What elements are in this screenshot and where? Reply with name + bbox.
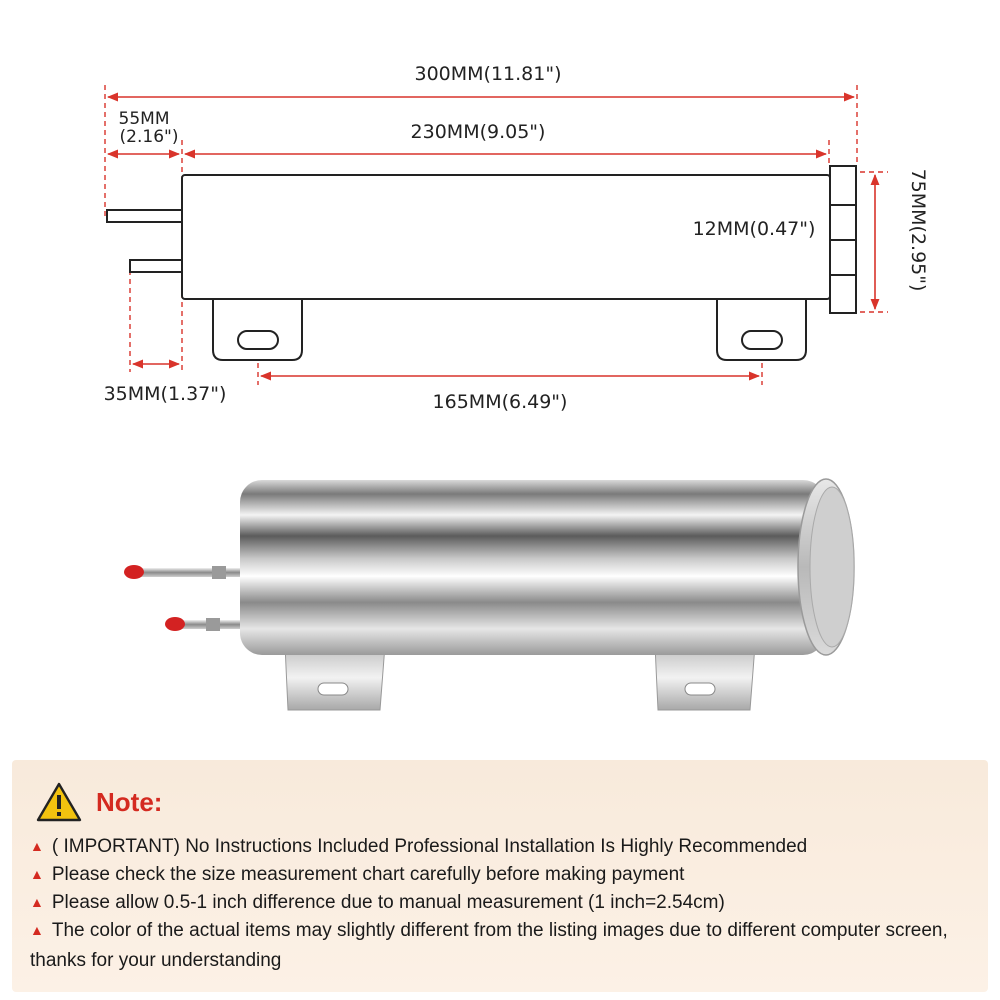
- note-item: ▲ Please check the size measurement chart…: [30, 860, 970, 890]
- red-triangle-bullet-icon: ▲: [30, 838, 44, 854]
- slot-width-label: 12MM(0.47"): [693, 218, 816, 240]
- inlet-offset-label-in: (2.16"): [120, 127, 179, 147]
- note-item-text: ( IMPORTANT) No Instructions Included Pr…: [51, 836, 808, 857]
- tank-body: [240, 480, 825, 655]
- note-item: ▲ Please allow 0.5-1 inch difference due …: [30, 888, 970, 918]
- mount-bracket-left: [284, 644, 386, 711]
- diameter-label: 75MM(2.95"): [907, 169, 929, 292]
- mount-bracket-right: [654, 644, 756, 711]
- note-item-text: The color of the actual items may slight…: [30, 920, 948, 971]
- note-item: ▲ ( IMPORTANT) No Instructions Included P…: [30, 832, 970, 862]
- inlet-offset-label-mm: 55MM: [119, 109, 170, 129]
- inlet-tube-lower: [165, 617, 250, 631]
- note-item: ▲The color of the actual items may sligh…: [30, 916, 970, 975]
- inlet-tube-upper: [124, 565, 250, 579]
- note-item-text: Please allow 0.5-1 inch difference due t…: [51, 892, 725, 913]
- note-item-text: Please check the size measurement chart …: [51, 864, 685, 885]
- dimension-drawing: 300MM(11.81") 55MM (2.16") 230MM(9.05") …: [104, 63, 929, 413]
- red-triangle-bullet-icon: ▲: [30, 922, 44, 938]
- overall-length-label: 300MM(11.81"): [414, 63, 561, 85]
- product-photo: [124, 478, 855, 711]
- tank-outline: [106, 165, 857, 361]
- mount-spacing-label: 165MM(6.49"): [433, 391, 568, 413]
- tube-offset-label: 35MM(1.37"): [104, 383, 227, 405]
- note-panel: Note: ▲ ( IMPORTANT) No Instructions Incl…: [12, 760, 988, 992]
- filler-cap: [797, 478, 855, 656]
- red-triangle-bullet-icon: ▲: [30, 866, 44, 882]
- note-header: Note:: [36, 780, 162, 824]
- warning-triangle-icon: [36, 782, 82, 822]
- body-length-label: 230MM(9.05"): [411, 121, 546, 143]
- note-title: Note:: [96, 786, 163, 817]
- red-triangle-bullet-icon: ▲: [30, 894, 44, 910]
